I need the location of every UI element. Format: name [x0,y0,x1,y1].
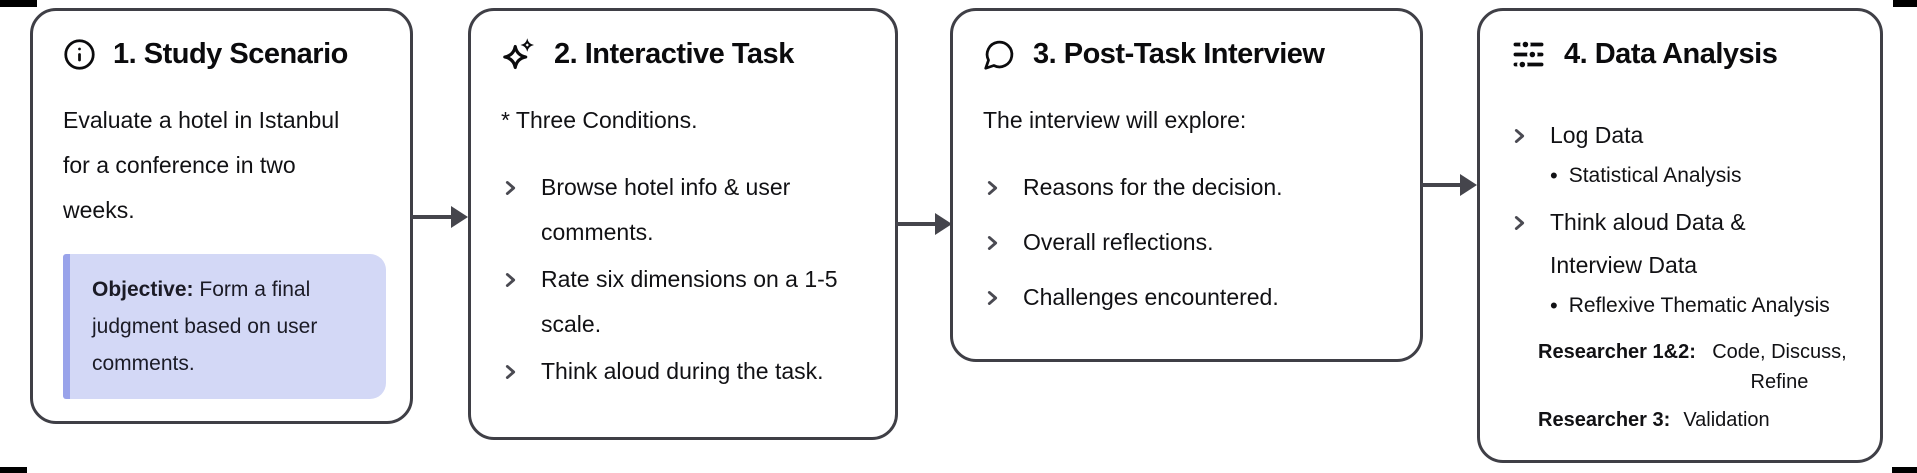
message-circle-icon [983,38,1016,71]
chevron-right-icon [501,257,541,291]
chevron-right-icon [1510,114,1550,147]
card-title-row: 3. Post-Task Interview [983,36,1390,72]
chevron-right-icon [1510,201,1550,234]
crop-artifact-top-right [1893,0,1917,7]
objective-label: Objective: [92,278,194,301]
info-icon [63,38,96,71]
list-item: Log Data [1510,114,1850,157]
sub-list-item-text: Statistical Analysis [1568,164,1742,187]
card-data-analysis: 4. Data Analysis Log Data • Statistical … [1477,8,1883,463]
list-item-text: Think aloud Data & Interview Data [1550,209,1746,278]
interview-intro: The interview will explore: [983,107,1247,133]
interview-bullet-list: Reasons for the decision. Overall reflec… [983,165,1390,320]
arrow-head-icon [451,206,468,228]
arrow-shaft [896,222,936,226]
card-title: 2. Interactive Task [554,37,794,70]
sub-list-item-text: Reflexive Thematic Analysis [1568,294,1830,317]
card-post-task-interview: 3. Post-Task Interview The interview wil… [950,8,1423,362]
card-title: 1. Study Scenario [113,37,348,70]
arrow-shaft [1421,183,1461,187]
list-item: Think aloud during the task. [501,349,865,394]
arrow-shaft [411,215,452,219]
arrow-head-icon [1460,174,1477,196]
list-item-text: Log Data [1550,122,1644,148]
bullet-dot-icon: • [1550,293,1558,318]
chevron-right-icon [983,220,1023,254]
list-item: Rate six dimensions on a 1-5 scale. [501,257,865,347]
list-item: Overall reflections. [983,220,1390,265]
list-item: Challenges encountered. [983,275,1390,320]
sub-list-item: • Reflexive Thematic Analysis [1550,288,1850,324]
researcher-value: Code, Discuss, Refine [1712,341,1847,393]
crop-artifact-bottom-right [1892,467,1917,473]
researcher-label: Researcher 3: [1538,409,1671,431]
chevron-right-icon [983,275,1023,309]
list-item: Think aloud Data & Interview Data [1510,201,1850,287]
card-interactive-task: 2. Interactive Task * Three Conditions. … [468,8,898,440]
chevron-right-icon [501,165,541,199]
card-title-row: 2. Interactive Task [501,36,865,72]
chevron-right-icon [501,349,541,383]
list-item-text: Challenges encountered. [1023,284,1279,310]
card-title: 4. Data Analysis [1564,37,1778,70]
sub-list-item: • Statistical Analysis [1550,158,1850,194]
researcher-value: Validation [1683,409,1770,431]
crop-artifact-top-left [0,0,37,7]
list-item-text: Overall reflections. [1023,229,1214,255]
card-title-row: 4. Data Analysis [1510,36,1850,72]
list-item-text: Rate six dimensions on a 1-5 scale. [541,266,838,337]
scenario-text: Evaluate a hotel in Istanbul for a confe… [63,107,340,223]
list-item-text: Reasons for the decision. [1023,174,1283,200]
card-study-scenario: 1. Study Scenario Evaluate a hotel in Is… [30,8,413,424]
crop-artifact-bottom-left [0,467,27,473]
conditions-note: * Three Conditions. [501,107,698,133]
list-item-text: Think aloud during the task. [541,358,824,384]
researcher-label: Researcher 1&2: [1538,341,1696,363]
list-item: Browse hotel info & user comments. [501,165,865,255]
researcher-row: Researcher 3: Validation [1538,405,1850,435]
chevron-right-icon [983,165,1023,199]
researcher-block: Researcher 1&2: Code, Discuss, Refine Re… [1538,337,1850,435]
researcher-row: Researcher 1&2: Code, Discuss, Refine [1538,337,1850,397]
analysis-list: Log Data • Statistical Analysis Think al… [1510,114,1850,324]
card-title: 3. Post-Task Interview [1033,37,1325,70]
objective-text: Form a final judgment based on user comm… [92,278,318,375]
flow-arrow-1 [411,206,468,228]
card-title-row: 1. Study Scenario [63,36,380,72]
sparkles-icon [501,36,537,72]
task-bullet-list: Browse hotel info & user comments. Rate … [501,165,865,394]
flow-arrow-3 [1421,174,1477,196]
arrow-head-icon [935,213,952,235]
bullet-dot-icon: • [1550,163,1558,188]
objective-callout: Objective: Form a final judgment based o… [63,254,386,399]
flow-arrow-2 [896,213,952,235]
list-item-text: Browse hotel info & user comments. [541,174,791,245]
list-item: Reasons for the decision. [983,165,1390,210]
sliders-icon [1510,36,1547,73]
